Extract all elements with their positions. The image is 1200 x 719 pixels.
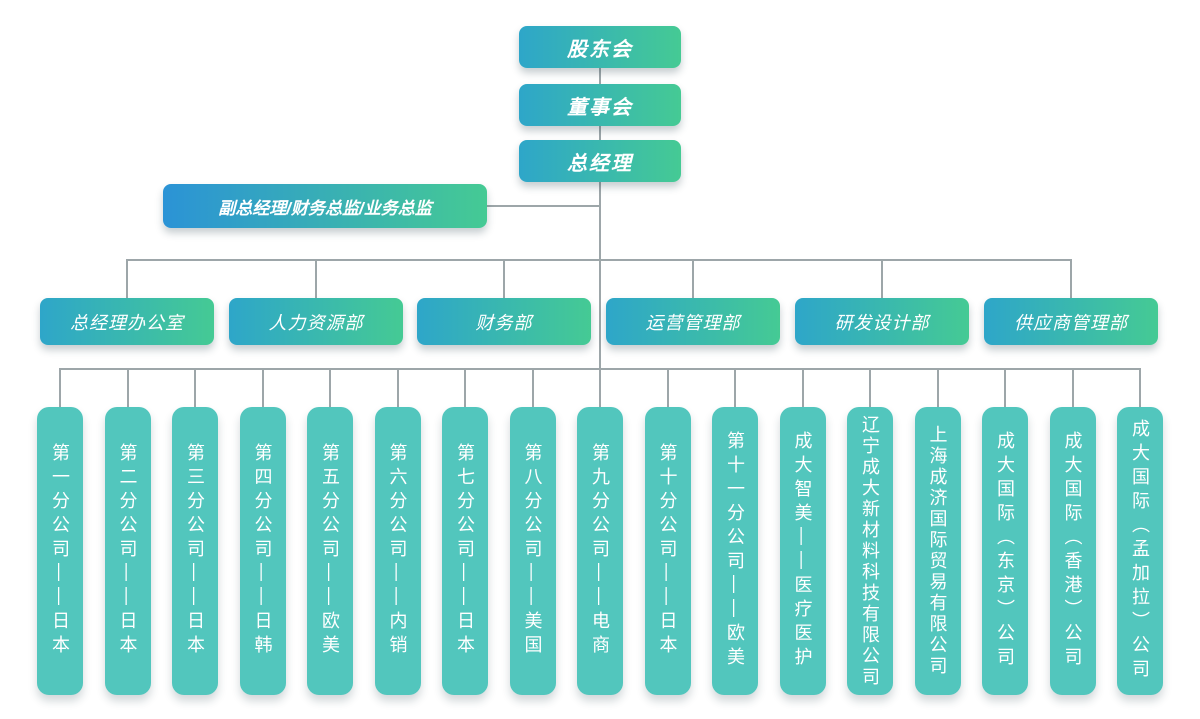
- subsidiary-label: 成大智美——医疗医护: [792, 431, 813, 671]
- node-subsidiary-12: 成大智美——医疗医护: [779, 407, 826, 695]
- node-subsidiary-4: 第四分公司——日韩: [239, 407, 286, 695]
- node-dept-human-resources: 人力资源部: [229, 298, 403, 345]
- connector-sub-stub-13: [869, 368, 871, 407]
- subsidiary-label: 成大国际（东京）公司: [995, 431, 1015, 671]
- connector-board-gm: [599, 126, 601, 140]
- connector-sub-stub-12: [801, 368, 804, 407]
- connector-sub-stub-7: [464, 368, 466, 407]
- node-subsidiary-6: 第六分公司——内销: [374, 407, 421, 695]
- node-dept-rd-design: 研发设计部: [795, 298, 969, 345]
- connector-shareholders-board: [599, 68, 601, 84]
- node-subsidiary-7: 第七分公司——日本: [442, 407, 488, 695]
- subsidiary-label: 第一分公司——日本: [50, 443, 70, 659]
- connector-sub-stub-5: [329, 368, 331, 407]
- subsidiary-label: 第三分公司——日本: [185, 443, 205, 659]
- connector-sub-stub-2: [126, 368, 129, 407]
- connector-sub-stub-15: [1004, 368, 1006, 407]
- subsidiary-label: 第十一分公司——欧美: [725, 431, 745, 671]
- connector-sub-stub-3: [194, 368, 196, 407]
- subsidiary-label: 第五分公司——欧美: [320, 443, 340, 659]
- connector-sub-stub-14: [936, 368, 939, 407]
- node-dept-finance: 财务部: [417, 298, 591, 345]
- node-shareholders-meeting: 股东会: [519, 26, 681, 68]
- node-dept-supplier-management: 供应商管理部: [984, 298, 1158, 345]
- connector-dept-stub-4: [692, 259, 694, 298]
- subsidiary-label: 辽宁成大新材料科技有限公司: [860, 414, 880, 688]
- node-subsidiary-17: 成大国际（孟加拉）公司: [1117, 407, 1163, 695]
- connector-dept-stub-5: [881, 259, 883, 298]
- node-subsidiary-3: 第三分公司——日本: [172, 407, 218, 695]
- node-subsidiary-9: 第九分公司——电商: [577, 407, 623, 695]
- connector-sub-stub-6: [396, 368, 399, 407]
- node-dept-operations-management: 运营管理部: [606, 298, 780, 345]
- connector-sub-stub-17: [1139, 368, 1141, 407]
- node-subsidiary-8: 第八分公司——美国: [509, 407, 556, 695]
- node-deputy-gm-cfo-business-director: 副总经理/财务总监/业务总监: [163, 184, 487, 228]
- connector-sub-stub-11: [734, 368, 736, 407]
- subsidiary-label: 成大国际（香港）公司: [1062, 431, 1083, 671]
- node-general-manager: 总经理: [519, 140, 681, 182]
- connector-dept-stub-6: [1070, 259, 1072, 298]
- subsidiary-label: 第八分公司——美国: [522, 443, 543, 659]
- subsidiary-label: 上海成济国际贸易有限公司: [927, 425, 948, 677]
- subsidiary-label: 第四分公司——日韩: [252, 443, 273, 659]
- connector-departments-rail: [126, 259, 1072, 261]
- connector-sub-stub-4: [261, 368, 264, 407]
- connector-sub-stub-1: [59, 368, 61, 407]
- node-subsidiary-10: 第十分公司——日本: [644, 407, 691, 695]
- node-subsidiary-1: 第一分公司——日本: [37, 407, 83, 695]
- connector-sub-stub-10: [666, 368, 669, 407]
- subsidiary-label: 成大国际（孟加拉）公司: [1130, 419, 1150, 683]
- node-subsidiary-15: 成大国际（东京）公司: [982, 407, 1028, 695]
- node-board-of-directors: 董事会: [519, 84, 681, 126]
- node-subsidiary-11: 第十一分公司——欧美: [712, 407, 758, 695]
- node-subsidiary-2: 第二分公司——日本: [104, 407, 151, 695]
- subsidiary-label: 第十分公司——日本: [657, 443, 678, 659]
- connector-dept-stub-1: [126, 259, 128, 298]
- subsidiary-label: 第二分公司——日本: [117, 443, 138, 659]
- connector-deputy-branch: [487, 205, 599, 207]
- connector-main-trunk: [599, 182, 601, 370]
- node-subsidiary-5: 第五分公司——欧美: [307, 407, 353, 695]
- connector-dept-stub-2: [315, 259, 317, 298]
- node-subsidiary-14: 上海成济国际贸易有限公司: [914, 407, 961, 695]
- connector-dept-stub-3: [503, 259, 505, 298]
- subsidiary-label: 第九分公司——电商: [590, 443, 610, 659]
- connector-sub-stub-8: [531, 368, 534, 407]
- connector-sub-stub-16: [1071, 368, 1074, 407]
- subsidiary-label: 第六分公司——内销: [387, 443, 408, 659]
- node-dept-gm-office: 总经理办公室: [40, 298, 214, 345]
- node-subsidiary-13: 辽宁成大新材料科技有限公司: [847, 407, 893, 695]
- connector-sub-stub-9: [599, 368, 601, 407]
- node-subsidiary-16: 成大国际（香港）公司: [1049, 407, 1096, 695]
- subsidiary-label: 第七分公司——日本: [455, 443, 475, 659]
